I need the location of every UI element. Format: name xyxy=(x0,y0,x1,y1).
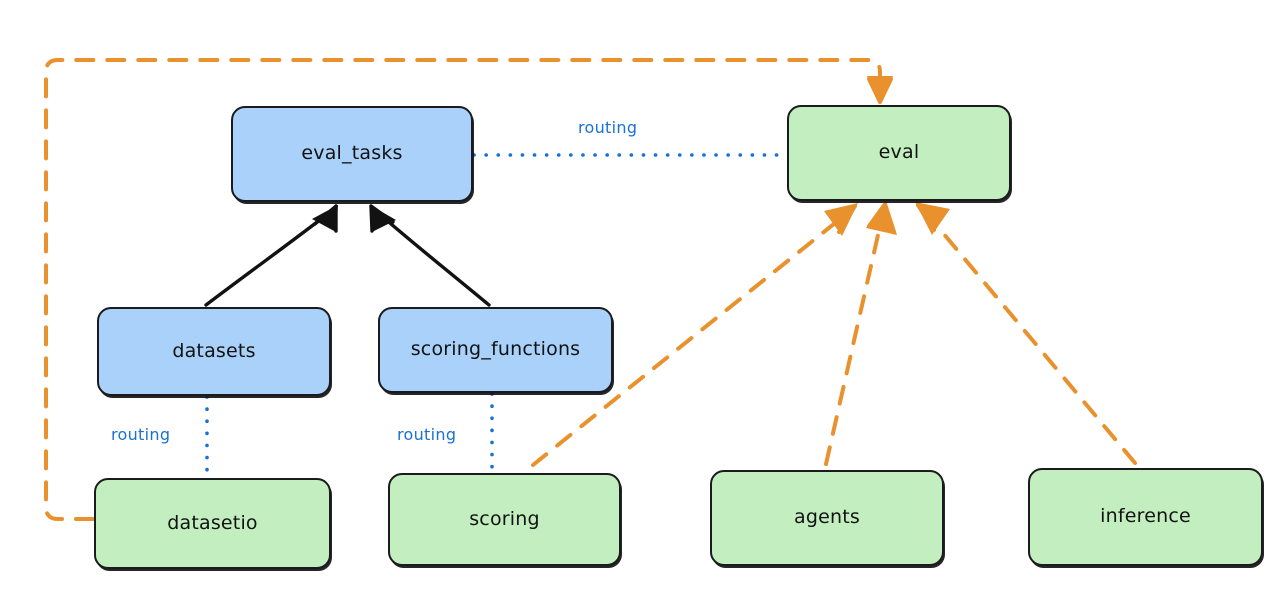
node-label: eval xyxy=(878,141,920,164)
node-label: datasets xyxy=(172,339,256,362)
node-inference[interactable]: inference xyxy=(1028,468,1263,566)
node-label: scoring xyxy=(469,507,540,530)
edge-label-routing-datasetio: routing xyxy=(111,425,171,444)
edge-agents-to-eval-dependency xyxy=(824,201,897,466)
node-label: datasetio xyxy=(167,511,258,534)
edge-scoring-to-eval-dependency xyxy=(531,203,858,467)
node-eval_tasks[interactable]: eval_tasks xyxy=(231,106,473,202)
edge-datasetio-to-eval-dependency xyxy=(44,58,893,521)
edge-datasets-to-eval_tasks xyxy=(204,204,338,307)
edge-scoring_functions-to-eval_tasks xyxy=(369,204,491,307)
edge-label-routing-scoring: routing xyxy=(397,425,457,444)
node-label: inference xyxy=(1100,505,1191,528)
node-scoring_functions[interactable]: scoring_functions xyxy=(378,307,613,393)
node-label: agents xyxy=(794,506,860,529)
node-eval[interactable]: eval xyxy=(787,105,1011,201)
node-scoring[interactable]: scoring xyxy=(388,473,621,566)
node-agents[interactable]: agents xyxy=(710,470,944,566)
node-datasets[interactable]: datasets xyxy=(97,307,331,396)
node-datasetio[interactable]: datasetio xyxy=(94,478,331,569)
edge-inference-to-eval-dependency xyxy=(915,202,1137,465)
node-label: eval_tasks xyxy=(301,142,403,165)
edge-label-routing-eval: routing xyxy=(578,118,638,137)
node-label: scoring_functions xyxy=(410,338,581,361)
